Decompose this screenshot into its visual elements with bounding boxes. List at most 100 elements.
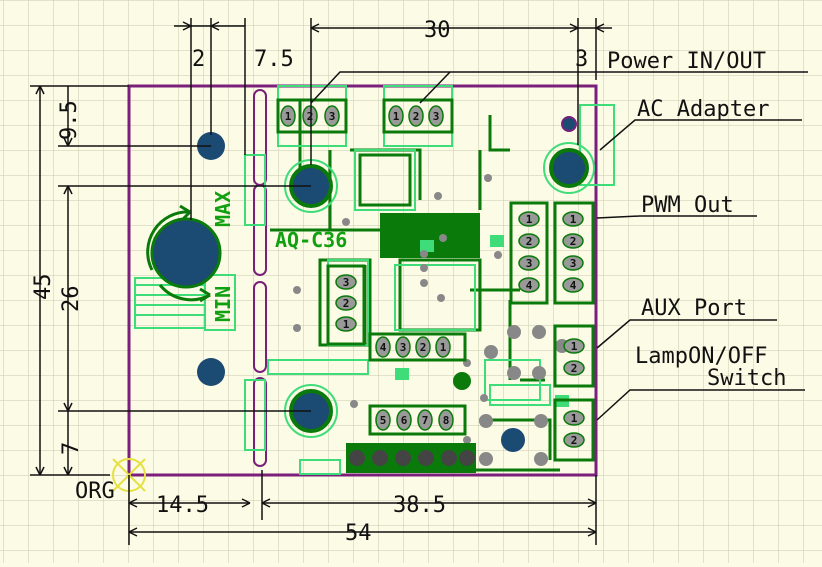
- pin-pad: [518, 255, 540, 271]
- pin-number: 1: [285, 110, 292, 123]
- dim-7-5: 7.5: [254, 47, 294, 72]
- pin-number: 3: [343, 276, 350, 289]
- callout-leaders: [310, 71, 808, 421]
- pin-number: 2: [413, 110, 420, 123]
- pin-pad: [335, 274, 357, 290]
- connector-frame-row-top: [368, 332, 467, 362]
- board-outline: [127, 84, 598, 477]
- dim-2: 2: [192, 47, 205, 72]
- smd-pad: [395, 368, 409, 380]
- dim-45: 45: [31, 274, 56, 301]
- pin-number: 3: [570, 257, 577, 270]
- connector-frame-aux: [553, 324, 595, 388]
- pin-number: 2: [571, 362, 578, 375]
- board-name-silk: AQ-C36: [275, 228, 347, 252]
- ac-adapter-label: AC Adapter: [637, 97, 769, 122]
- connector-frame-lamp: [553, 398, 595, 462]
- dim-7: 7: [59, 442, 84, 455]
- lamp-switch-label-1: LampON/OFF: [635, 344, 767, 369]
- pin-pad: [563, 360, 585, 376]
- pin-number: 2: [526, 235, 533, 248]
- pin-pad: [562, 211, 584, 227]
- pin-pad: [415, 336, 431, 358]
- pin-pad: [563, 432, 585, 448]
- pin-pad: [562, 277, 584, 293]
- connector-frame-row-bottom: [368, 404, 467, 436]
- pin-number: 1: [571, 412, 578, 425]
- pin-number: 2: [571, 434, 578, 447]
- pin-number: 2: [343, 297, 350, 310]
- pin-pad: [335, 316, 357, 332]
- connector-frame-pwm-left: [509, 201, 549, 305]
- pin-pad: [280, 105, 296, 127]
- aux-port-label: AUX Port: [641, 296, 747, 321]
- pin-number: 1: [343, 318, 350, 331]
- dim-14-5: 14.5: [156, 493, 209, 518]
- pin-pad: [375, 336, 391, 358]
- pin-pad: [335, 295, 357, 311]
- pin-pad: [562, 255, 584, 271]
- pin-pad: [518, 277, 540, 293]
- pin-number: 6: [401, 414, 408, 427]
- dim-9-5: 9.5: [57, 100, 82, 140]
- pin-number: 3: [433, 110, 440, 123]
- pin-pad: [375, 409, 391, 431]
- pin-number: 2: [420, 341, 427, 354]
- pin-number: 2: [570, 235, 577, 248]
- pin-number: 1: [526, 213, 533, 226]
- knob-min-silk: MIN: [211, 286, 235, 322]
- power-label: Power IN/OUT: [607, 49, 766, 74]
- pin-pad: [435, 336, 451, 358]
- pin-pad: [563, 410, 585, 426]
- pin-pad: [518, 233, 540, 249]
- pwm-out-label: PWM Out: [641, 193, 734, 218]
- pin-number: 1: [571, 340, 578, 353]
- pin-pad: [428, 105, 444, 127]
- pin-pad: [388, 105, 404, 127]
- lamp-switch-label-2: Switch: [707, 366, 786, 391]
- pin-number: 3: [329, 110, 336, 123]
- dim-30: 30: [424, 18, 451, 43]
- pin-number: 4: [570, 279, 577, 292]
- pin-pad: [408, 105, 424, 127]
- connector-frame-mid-vertical: [326, 264, 366, 346]
- dim-54: 54: [345, 521, 372, 546]
- pin-number: 3: [526, 257, 533, 270]
- bottom-header: [346, 443, 476, 473]
- knob-max-silk: MAX: [211, 191, 235, 227]
- knob-arrows: [146, 204, 211, 303]
- connector-frame-power-b: [382, 98, 454, 134]
- pin-pad: [302, 105, 318, 127]
- pin-number: 1: [570, 213, 577, 226]
- pin-number: 4: [526, 279, 533, 292]
- pin-number: 8: [443, 414, 450, 427]
- pin-pad: [562, 233, 584, 249]
- pin-number: 2: [307, 110, 314, 123]
- pin-pad: [417, 409, 433, 431]
- dim-38-5: 38.5: [393, 493, 446, 518]
- pin-pad: [396, 409, 412, 431]
- pin-number: 7: [422, 414, 429, 427]
- pin-number: 1: [440, 341, 447, 354]
- dimension-lines: [30, 18, 612, 545]
- connector-frame-power-a: [276, 98, 348, 134]
- smd-pad: [490, 235, 504, 247]
- pin-pad: [324, 105, 340, 127]
- pin-number: 4: [380, 341, 387, 354]
- dim-3: 3: [575, 47, 588, 72]
- origin-label: ORG: [75, 479, 115, 504]
- pin-number: 3: [400, 341, 407, 354]
- pin-pad: [563, 338, 585, 354]
- dim-26: 26: [59, 286, 84, 313]
- pin-number: 5: [380, 414, 387, 427]
- pin-pad: [518, 211, 540, 227]
- smd-pad: [420, 240, 434, 252]
- pin-pad: [395, 336, 411, 358]
- connector-frame-pwm-right: [553, 201, 595, 305]
- pin-pad: [438, 409, 454, 431]
- pin-number: 1: [393, 110, 400, 123]
